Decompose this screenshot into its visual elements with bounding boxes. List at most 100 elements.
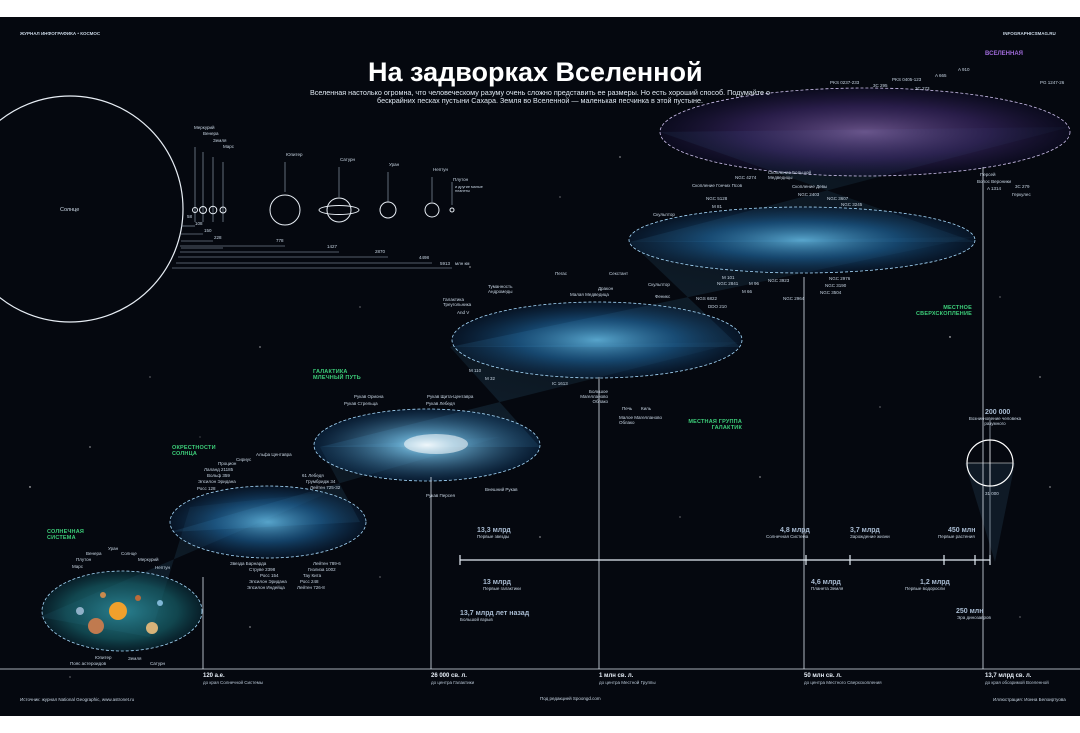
sd-saturn: Сатурн [150,661,166,666]
region-local-group: МЕСТНАЯ ГРУППА ГАЛАКТИК [688,419,742,432]
site-label: INFOGRAPHICSMAG.RU [1003,31,1056,36]
sd-pluto: Плутон [76,557,92,562]
dist-mars: 228 [214,235,222,240]
uv-a665: A 665 [935,73,947,78]
uv-a1314: A 1314 [987,186,1002,191]
region-supercluster: МЕСТНОЕ СВЕРХСКОПЛЕНИЕ [915,305,972,318]
dist-earth: 150 [204,228,212,233]
region-milky-way: ГАЛАКТИКА МЛЕЧНЫЙ ПУТЬ [313,369,361,382]
sc-ngc3923: NGC 3923 [768,278,790,283]
lg-ngs-6822: NGS 6822 [696,296,718,301]
mw-perseus: Рукав Персея [426,493,455,498]
dist-neptune: 4498 [419,255,430,260]
mw-outer: Внешний Рукав [485,487,518,492]
sun-label: Солнце [60,207,80,213]
pluto-label: Плутон [453,177,469,182]
mw-cygnus: Рукав Лебедя [426,401,455,406]
tl-life: 3,7 млрд [850,527,880,534]
vc-ross-128: Росс 128 [197,486,216,491]
scale-4-sub: до центра Местного Сверхскопления [804,680,882,685]
vc-luyten-726: Лейтен 726-8 [297,585,325,590]
tl-algae-sub: Первые водоросли [905,586,945,591]
uv-3c295: 3C 295 [873,83,888,88]
lg-sextans: Секстант [609,271,629,276]
scale-3-sub: до центра Местной Группы [599,680,656,685]
human-value: 200 000 [985,409,1011,416]
pluto-note: и другие малые планеты [455,185,483,194]
sd-mercury: Меркурий [138,557,159,562]
scale-2-sub: до центра Галактики [431,680,475,685]
earth-label: Земля [213,138,227,143]
sc-ngc5128: NGC 5128 [706,196,728,201]
dist-saturn: 1427 [327,244,338,249]
lg-m32: М 32 [485,376,496,381]
human-num: 31 000 [985,491,999,496]
scale-1-sub: до края Солнечной Системы [203,680,264,685]
lg-and-v: And V [457,310,470,315]
scale-5-sub: до края обозримой Вселенной [985,680,1049,685]
uv-a910: A 910 [958,67,970,72]
tl-solar-system: 4,8 млрд [780,527,810,534]
lg-draco: Дракон [598,286,614,291]
timeline-axis [459,555,991,565]
stars [29,156,1051,678]
mw-sagittarius: Рукав Стрельца [344,401,378,406]
sc-ngc3607: NGC 3607 [827,196,849,201]
vc-ross-154: Росс 154 [260,573,279,578]
dist-jupiter: 778 [276,238,284,243]
vc-eps-eri-1: Эпсилон Эридана [198,479,236,484]
dist-pluto: 5913 [440,261,451,266]
sc-ngc2403: NGC 2403 [798,192,820,197]
poster-artwork [0,87,1080,678]
sc-ngc2841: NGC 2841 [717,281,739,286]
dist-unit: млн км [455,261,470,266]
sc-m81: М 81 [712,204,723,209]
scale-3: 1 млн св. л. [599,673,634,679]
vc-lalande: Лаланд 21185 [204,467,234,472]
tl-algae: 1,2 млрд [920,579,950,586]
dist-mercury: 58 [187,214,193,219]
tl-plants-sub: Первые растения [938,534,975,539]
vc-ross-248: Росс 248 [300,579,319,584]
sc-ursa-major: Скопление Большой Медведицы [768,170,812,180]
vc-61-cyg: 61 Лебедя [302,473,324,478]
sd-neptune: Нептун [155,565,171,570]
sun-vicinity-disk [169,485,367,559]
vc-luyten-789: Лейтен 789-6 [313,561,341,566]
sd-jupiter: Юпитер [95,655,112,660]
tl-life-sub: Зарождение жизни [850,534,890,539]
neptune-label: Нептун [433,167,449,172]
tl-plants: 450 млн [948,527,976,534]
vc-tau-ceti: Тау Кита [303,573,322,578]
saturn-label: Сатурн [340,157,356,162]
lg-ddo-210: DDO 210 [708,304,727,309]
sd-uranus: Уран [108,546,119,551]
vc-groombridge: Грумбридж 34 [306,479,336,484]
lg-sculptor: Скульптор [648,282,670,287]
milky-way-core [404,434,468,454]
sc-ngc3245: NGC 3245 [841,202,863,207]
sc-virgo: Скопление Девы [792,184,828,189]
vc-sirius: Сириус [236,457,252,462]
planets [192,194,455,226]
venus-label: Венера [203,131,219,136]
region-universe: ВСЕЛЕННАЯ [985,51,1023,57]
local-group-disk [451,301,743,379]
tl-earth-sub: Планета Земля [811,586,844,591]
page-subtitle: Вселенная настолько огромна, что человеч… [309,88,771,105]
sd-mars: Марс [72,564,84,569]
vc-alpha-centauri: Альфа Центавра [256,452,292,457]
tl-solar-system-sub: Солнечная Система [766,534,809,539]
uv-coma: Волос Вероники [977,179,1012,184]
infographic-poster: ЖУРНАЛ ИНФОГРАФИКА • КОСМОС INFOGRAPHICS… [0,17,1080,716]
sc-ngc4274: NGC 4274 [735,175,757,180]
journal-label: ЖУРНАЛ ИНФОГРАФИКА • КОСМОС [20,31,101,36]
sd-earth: Земля [128,656,142,661]
human-sub: Возникновение человека разумного [968,416,1022,426]
scale-1: 120 а.е. [203,673,225,679]
mw-orion: Рукав Ориона [354,394,384,399]
supercluster-disk [628,206,976,274]
sc-ngc3190: NGC 3190 [825,283,847,288]
sc-m101: М 101 [722,275,735,280]
uv-pks0237: PKS 0237-233 [830,80,860,85]
